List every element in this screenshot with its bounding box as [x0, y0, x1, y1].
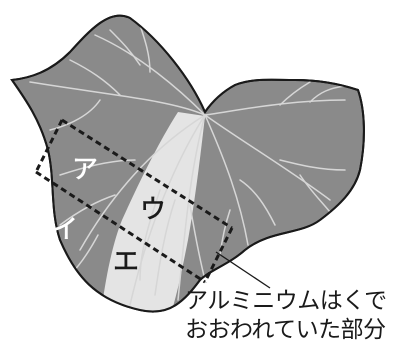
foil-upper-edge — [61, 118, 233, 230]
label-u: ウ — [140, 195, 166, 224]
foil-band — [34, 118, 234, 284]
label-i: イ — [52, 215, 78, 244]
caption-line-2: おおわれていた部分 — [185, 317, 386, 343]
caption-leader-line — [215, 251, 271, 289]
label-a: ア — [72, 155, 98, 184]
leaf-veins — [29, 24, 346, 306]
caption-line-1: アルミニウムはくで — [185, 288, 387, 314]
foil-right-end — [203, 227, 234, 283]
label-e: エ — [113, 247, 139, 276]
foil-lower-edge — [35, 170, 206, 284]
